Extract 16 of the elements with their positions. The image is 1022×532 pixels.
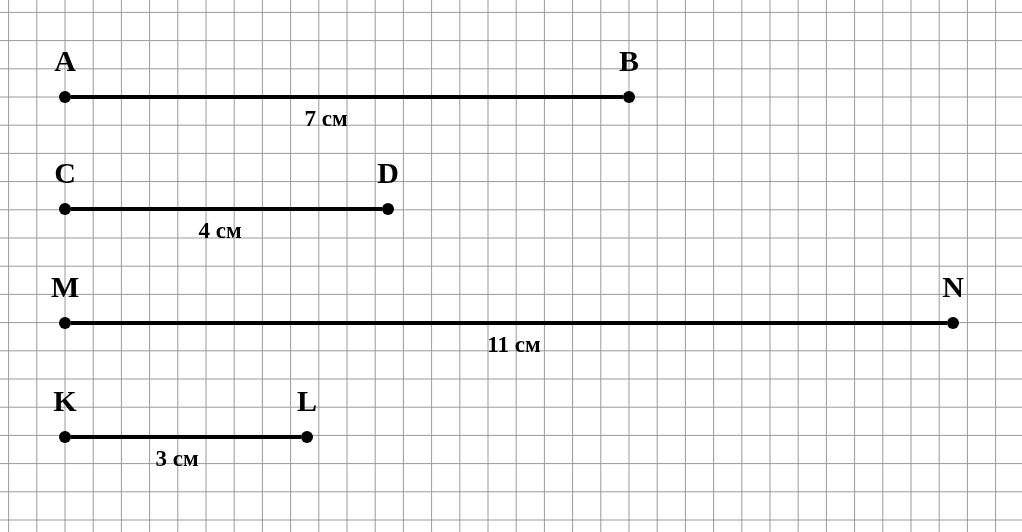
point-letter: D — [376, 157, 400, 189]
length-label: 11 см — [487, 332, 541, 358]
length-label: 3 см — [155, 446, 199, 472]
length-label: 4 см — [198, 218, 242, 244]
point-letter: N — [941, 271, 965, 303]
point-letter: C — [53, 157, 77, 189]
point-letter: A — [53, 45, 77, 77]
point-letter: L — [296, 385, 318, 417]
point-letter: B — [618, 45, 640, 77]
line-segment — [71, 207, 382, 211]
line-segment — [71, 435, 301, 439]
line-segment — [71, 95, 623, 99]
length-label: 7 см — [304, 106, 348, 132]
point-letter: M — [51, 271, 79, 303]
line-segment — [71, 321, 947, 325]
point-letter: K — [52, 385, 78, 417]
